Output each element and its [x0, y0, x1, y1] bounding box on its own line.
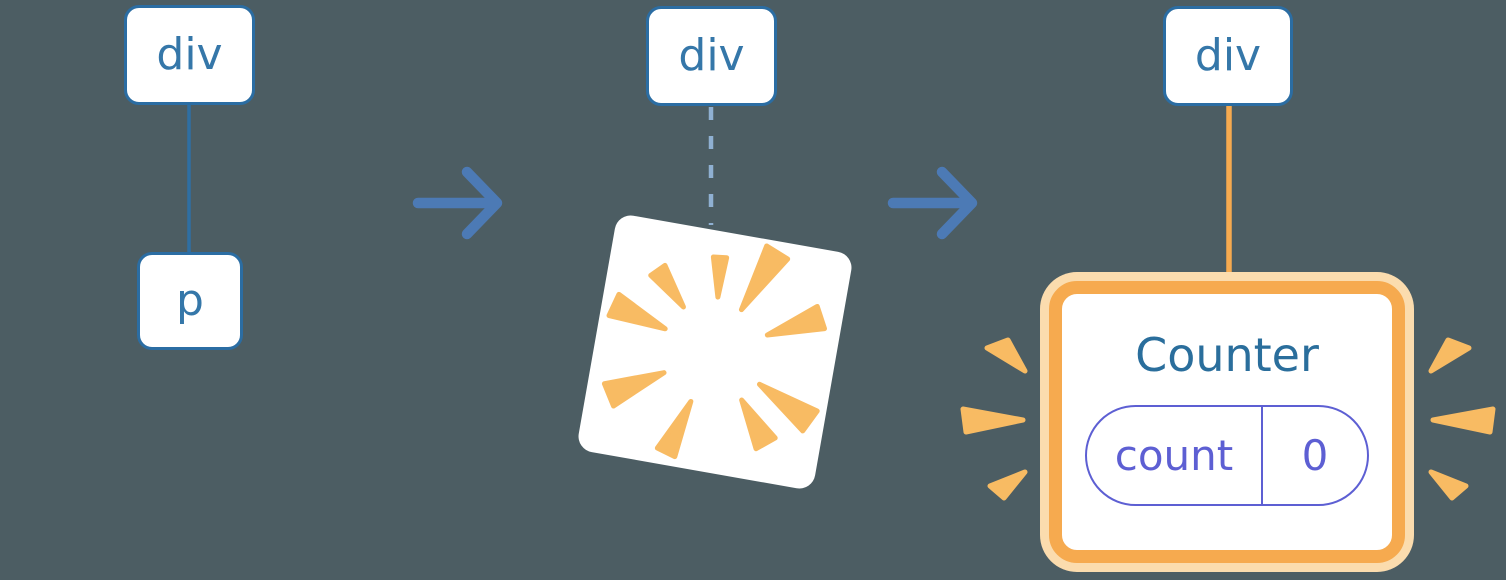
state-value-cell: 0	[1263, 407, 1367, 504]
component-title: Counter	[1135, 328, 1319, 382]
arrow-right-icon	[887, 166, 978, 240]
dom-node-div: div	[1163, 6, 1293, 106]
dom-node-div: div	[646, 6, 777, 106]
destroyed-node-card	[575, 212, 855, 492]
poof-burst-icon	[601, 243, 828, 460]
sparkle-icon	[960, 337, 1028, 501]
state-key-cell: count	[1087, 407, 1263, 504]
state-key-label: count	[1114, 431, 1234, 480]
node-label: div	[678, 30, 745, 81]
sparkle-icon	[1428, 337, 1496, 501]
dom-node-div: div	[124, 5, 255, 105]
state-pill: count 0	[1085, 405, 1369, 506]
dom-node-p: p	[137, 252, 243, 350]
arrow-right-icon	[412, 166, 503, 240]
node-label: div	[1194, 30, 1262, 81]
node-label: p	[176, 275, 204, 326]
node-label: div	[156, 29, 223, 80]
state-value-label: 0	[1301, 431, 1329, 480]
counter-component-card: Counter count 0	[1049, 281, 1405, 563]
